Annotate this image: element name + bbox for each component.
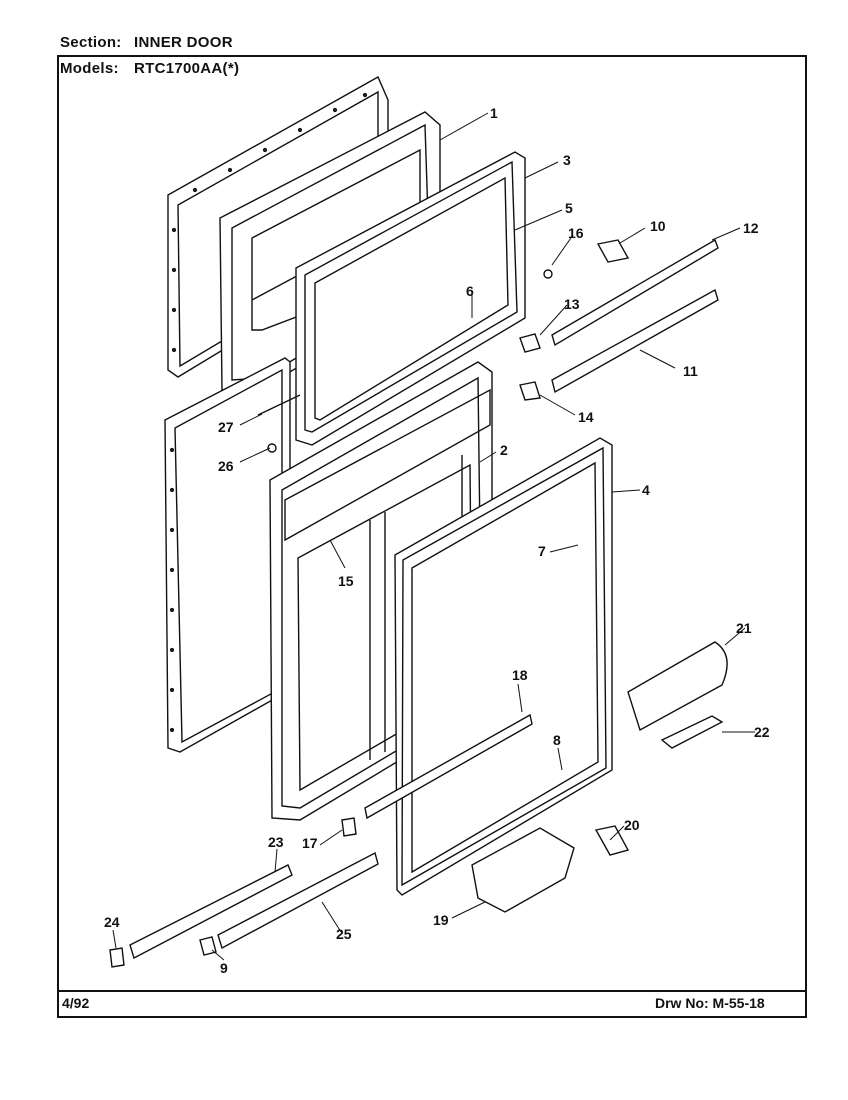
part-10-end-cap: [596, 239, 630, 263]
callout-4: 4: [642, 482, 650, 498]
part-17-end-cap: [341, 817, 357, 837]
drawing-frame: [57, 55, 807, 1018]
part-18-trim: [364, 713, 533, 820]
callout-16: 16: [568, 225, 584, 241]
callout-3: 3: [563, 152, 571, 168]
part-22-dairy-shelf: [660, 715, 724, 749]
part-20-end-cap: [594, 825, 630, 856]
footer-divider: [57, 990, 807, 992]
part-19-bin: [471, 827, 575, 913]
callout-15: 15: [338, 573, 354, 589]
section-header: Section: INNER DOOR: [60, 34, 233, 51]
callout-12: 12: [743, 220, 759, 236]
part-14-end-cap: [519, 381, 541, 401]
callout-19: 19: [433, 912, 449, 928]
drawing-number: Drw No: M-55-18: [655, 995, 765, 1011]
callout-8: 8: [553, 732, 561, 748]
callout-9: 9: [220, 960, 228, 976]
part-16-fastener: [543, 269, 553, 279]
leader-lines: [112, 112, 755, 961]
part-27-trim-strip: [257, 394, 301, 416]
callout-24: 24: [104, 914, 120, 930]
callout-5: 5: [565, 200, 573, 216]
part-9-end-cap: [199, 936, 217, 956]
callout-27: 27: [218, 419, 234, 435]
callout-13: 13: [564, 296, 580, 312]
upper-door-gasket: [295, 151, 526, 446]
callout-11: 11: [683, 363, 698, 379]
callout-23: 23: [268, 834, 284, 850]
part-25-shelf-bar: [217, 851, 379, 950]
callout-7: 7: [538, 543, 546, 559]
callout-17: 17: [302, 835, 318, 851]
models-header: Models: RTC1700AA(*): [60, 60, 239, 77]
part-26-fastener: [267, 443, 277, 453]
callout-22: 22: [754, 724, 770, 740]
part-13-end-cap: [519, 333, 541, 353]
section-label: Section:: [60, 34, 122, 51]
section-value: INNER DOOR: [134, 34, 233, 51]
part-12-shelf-bar: [551, 238, 719, 347]
callout-18: 18: [512, 667, 528, 683]
footer-date: 4/92: [62, 995, 90, 1011]
callout-26: 26: [218, 458, 234, 474]
callout-1: 1: [490, 105, 498, 121]
part-11-shelf-bar: [551, 288, 719, 394]
callout-21: 21: [736, 620, 752, 636]
models-value: RTC1700AA(*): [134, 60, 240, 77]
part-21-dairy-door: [627, 641, 728, 732]
callout-25: 25: [336, 926, 352, 942]
models-label: Models:: [60, 60, 119, 77]
part-24-end-cap: [109, 947, 125, 968]
part-23-shelf-bar: [129, 864, 293, 960]
callout-14: 14: [578, 409, 594, 425]
callout-20: 20: [624, 817, 640, 833]
callout-labels: 1 2 3 4 5 6 7 8 9 10 11 12 13 14 15 16 1…: [104, 105, 770, 976]
lower-door-gasket: [394, 437, 613, 896]
callout-2: 2: [500, 442, 508, 458]
callout-6: 6: [466, 283, 474, 299]
callout-10: 10: [650, 218, 666, 234]
